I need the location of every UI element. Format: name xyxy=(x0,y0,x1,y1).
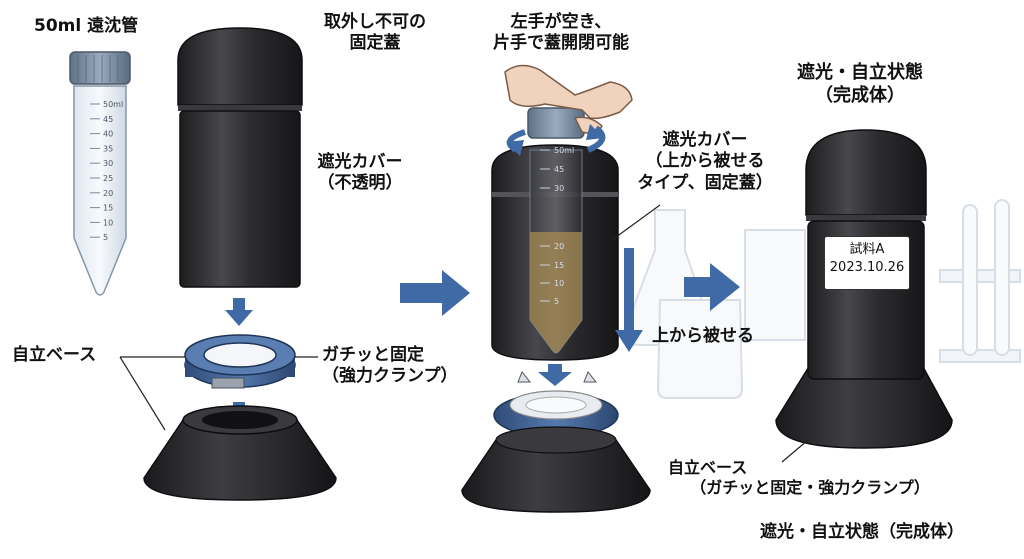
tube-scale-label: 25 xyxy=(103,174,113,183)
inner-scale-label: 45 xyxy=(554,165,564,174)
label-cover-l1: 遮光カバー xyxy=(317,152,403,172)
label-fixed-lid-l1: 取外し不可の xyxy=(324,12,426,32)
inner-scale-label: 50ml xyxy=(554,146,574,155)
label-complete-l1: 遮光・自立状態 xyxy=(797,62,923,83)
tube-scale-label: 35 xyxy=(103,144,113,153)
assembly-base xyxy=(461,426,651,513)
light-shield-cover xyxy=(177,27,303,288)
inner-tube-scale: 50ml 45 30 20 15 10 5 xyxy=(540,146,574,306)
centrifuge-tube-50ml xyxy=(69,51,131,296)
right-arrow-2 xyxy=(684,263,740,311)
leader-lines-left xyxy=(119,356,318,431)
right-arrow-1 xyxy=(400,270,470,316)
label-base-2-l2: （ガチッと固定・強力クランプ） xyxy=(690,478,930,497)
label-fixed-lid-l2: 固定蓋 xyxy=(349,33,401,54)
sticker-date: 2023.10.26 xyxy=(829,259,905,275)
inner-scale-label: 10 xyxy=(554,279,564,288)
rotate-arrowhead-left xyxy=(506,140,524,156)
label-cover: 遮光カバー （不透明） xyxy=(300,152,420,195)
label-clamp-l1: ガチッと固定 xyxy=(322,345,424,365)
tube-scale-label: 10 xyxy=(103,218,113,227)
label-cover-2-l1: 遮光カバー xyxy=(662,130,748,150)
inner-scale-label: 20 xyxy=(554,242,564,251)
label-fixed-lid: 取外し不可の 固定蓋 xyxy=(305,12,445,55)
tube-scale-label: 45 xyxy=(103,115,113,124)
down-arrow-middle xyxy=(538,364,572,386)
liquid xyxy=(530,232,582,353)
tube-scale-label: 15 xyxy=(103,204,113,213)
inner-tube-cap xyxy=(527,107,585,139)
tube-scale-label: 20 xyxy=(103,189,113,198)
label-complete-l2: （完成体） xyxy=(815,84,905,106)
rotate-arrowhead-right xyxy=(586,124,604,140)
sticker-sample-name: 試料A xyxy=(849,242,885,257)
label-base-2: 自立ベース （ガチッと固定・強力クランプ） xyxy=(660,458,960,498)
tube-scale: 50ml 45 40 35 30 25 20 15 10 5 xyxy=(103,100,123,242)
label-cover-2-l2: （上から被せる xyxy=(645,151,765,172)
tube-scale-label: 50ml xyxy=(103,100,123,109)
assembly-cover-with-tube xyxy=(491,107,619,361)
clamp-ring xyxy=(184,334,296,389)
label-cover-from-top: 上から被せる xyxy=(652,326,754,346)
sample-label-sticker: 試料A 2023.10.26 xyxy=(824,236,910,290)
label-one-hand-l2: 片手で蓋開閉可能 xyxy=(493,33,629,54)
label-base: 自立ベース xyxy=(12,345,97,365)
tube-scale-label: 40 xyxy=(103,130,113,139)
leader-lines-middle xyxy=(611,204,661,241)
inner-scale-label: 30 xyxy=(554,184,564,193)
down-arrow-long xyxy=(615,248,643,352)
label-base-2-l1: 自立ベース xyxy=(668,458,748,477)
standing-base xyxy=(143,405,337,501)
label-cover-l2: （不透明） xyxy=(317,173,403,194)
down-arrow-1 xyxy=(225,298,253,326)
inner-scale-label: 5 xyxy=(554,297,559,306)
label-clamp-l2: （強力クランプ） xyxy=(322,366,458,387)
background-lab-glassware xyxy=(623,199,1021,399)
tube-body xyxy=(73,85,127,296)
label-cover-2: 遮光カバー （上から被せる タイプ、固定蓋） xyxy=(630,130,780,194)
label-one-hand: 左手が空き、 片手で蓋開閉可能 xyxy=(466,12,656,55)
tube-scale-label: 5 xyxy=(103,233,108,242)
tube-cap xyxy=(69,51,131,85)
label-clamp: ガチッと固定 （強力クランプ） xyxy=(322,345,458,388)
label-tube: 50ml 遠沈管 xyxy=(34,16,139,36)
inner-scale-label: 15 xyxy=(554,261,564,270)
label-one-hand-l1: 左手が空き、 xyxy=(510,12,612,32)
leader-line-right xyxy=(781,439,809,463)
label-cover-2-l3: タイプ、固定蓋） xyxy=(637,172,773,193)
tube-scale-label: 30 xyxy=(103,159,113,168)
label-complete: 遮光・自立状態 （完成体） xyxy=(760,62,960,107)
label-bottom-caption: 遮光・自立状態（完成体） xyxy=(760,522,964,542)
